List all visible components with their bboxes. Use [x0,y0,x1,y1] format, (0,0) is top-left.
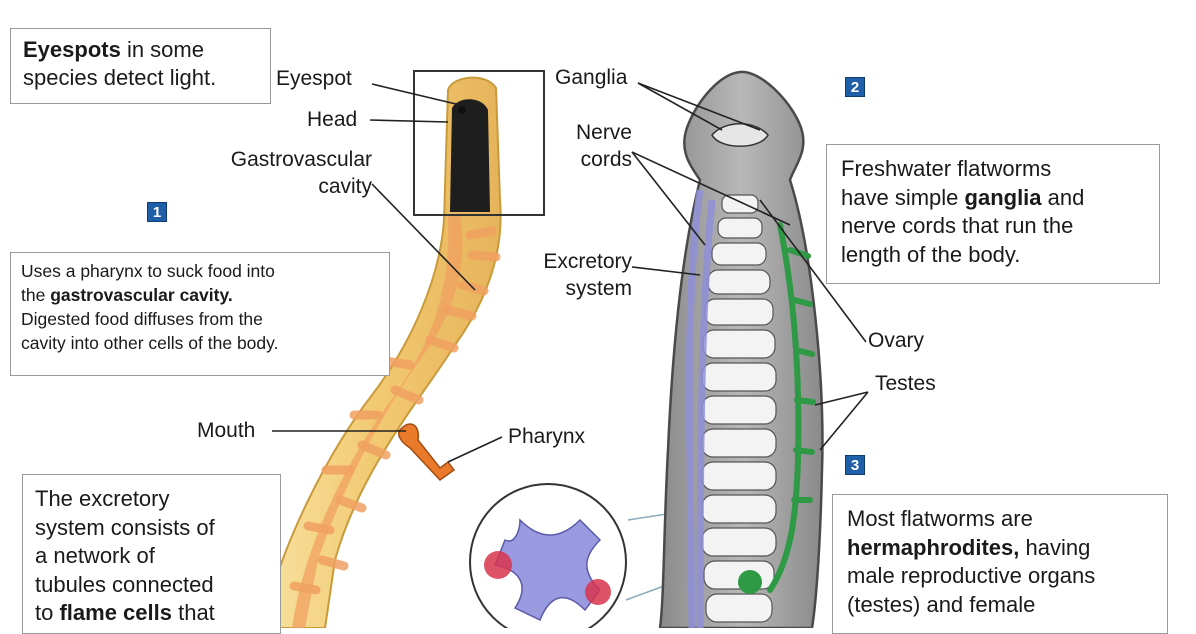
gastrovascular-callout: Uses a pharynx to suck food into the gas… [10,252,390,376]
eyespots-callout: Eyespots in some species detect light. [10,28,271,104]
step-badge-1: 1 [147,202,167,222]
label-nerve-cords: Nerve cords [575,121,632,172]
planarian-anatomy-illustration [658,70,824,628]
label-head: Head [307,108,358,131]
pharynx-tube [397,423,456,481]
step-badge-3: 3 [845,455,865,475]
step-badge-2: 2 [845,77,865,97]
hermaphrodites-callout: Most flatworms are hermaphrodites, havin… [832,494,1168,634]
label-gastrovascular: Gastrovascular cavity [230,148,372,199]
label-pharynx: Pharynx [508,425,586,448]
head-zoom-frame [413,70,545,216]
label-ganglia: Ganglia [555,66,628,89]
gut-side-branches [289,226,501,595]
flame-cell-inset [469,483,681,628]
ganglia-callout: Freshwater flatworms have simple ganglia… [826,144,1160,284]
label-mouth: Mouth [197,419,256,442]
label-eyespot: Eyespot [276,67,352,90]
leader-lines [272,82,869,463]
label-excretory-system: Excretory system [543,250,632,301]
label-ovary: Ovary [868,329,925,352]
excretory-network [685,189,716,628]
label-testes: Testes [875,372,936,395]
excretory-callout: The excretory system consists of a netwo… [22,474,281,634]
planarian-segments [701,194,777,623]
eyespot-dot [458,106,466,114]
head-dark-region [450,99,490,212]
gut-cavity [292,215,463,628]
ganglia-structure [711,123,769,147]
